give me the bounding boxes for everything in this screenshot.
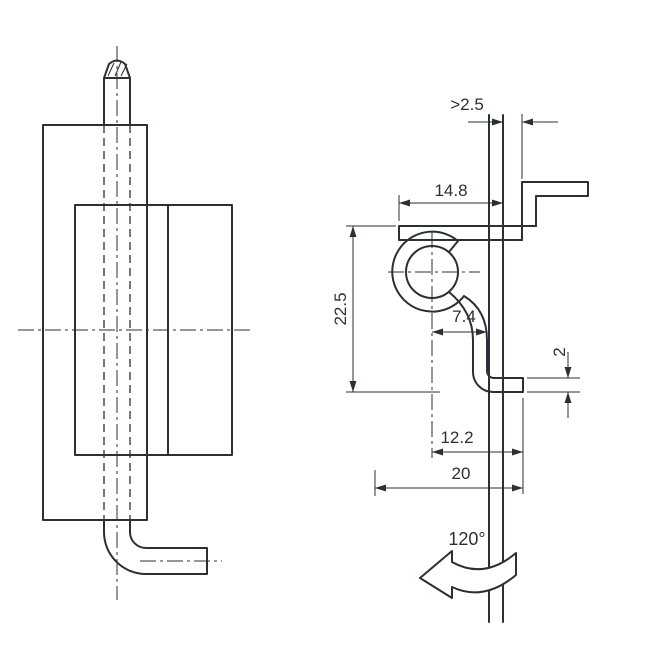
- section-view-centerlines: [388, 232, 480, 458]
- dim-bottom-offset-label: 12.2: [440, 428, 473, 447]
- dimension-lines: [346, 114, 580, 496]
- frame-bracket-outline: [521, 181, 589, 241]
- dim-opening-angle-label: 120°: [448, 529, 485, 549]
- dim-pin-offset-label: 7.4: [452, 307, 476, 326]
- dimension-annotations: >2.5 14.8 22.5 7.4 2 12.2 20 120°: [331, 95, 580, 599]
- dim-depth-label: 20: [452, 464, 471, 483]
- pin-hidden-lines: [103, 125, 131, 520]
- dim-height-label: 22.5: [331, 292, 350, 325]
- front-view: [18, 46, 250, 600]
- section-view: [388, 114, 589, 623]
- dim-thickness-label: 2: [550, 347, 569, 356]
- rotation-arrow-icon: [419, 550, 517, 599]
- front-view-centerlines: [18, 46, 250, 600]
- hinge-profile-outline: [391, 225, 537, 393]
- door-panel-lines: [488, 114, 504, 623]
- dim-top-width-label: 14.8: [434, 181, 467, 200]
- dim-gap-label: >2.5: [450, 95, 484, 114]
- front-view-outline: [42, 59, 233, 575]
- pin-knurl-hatch: [107, 61, 128, 77]
